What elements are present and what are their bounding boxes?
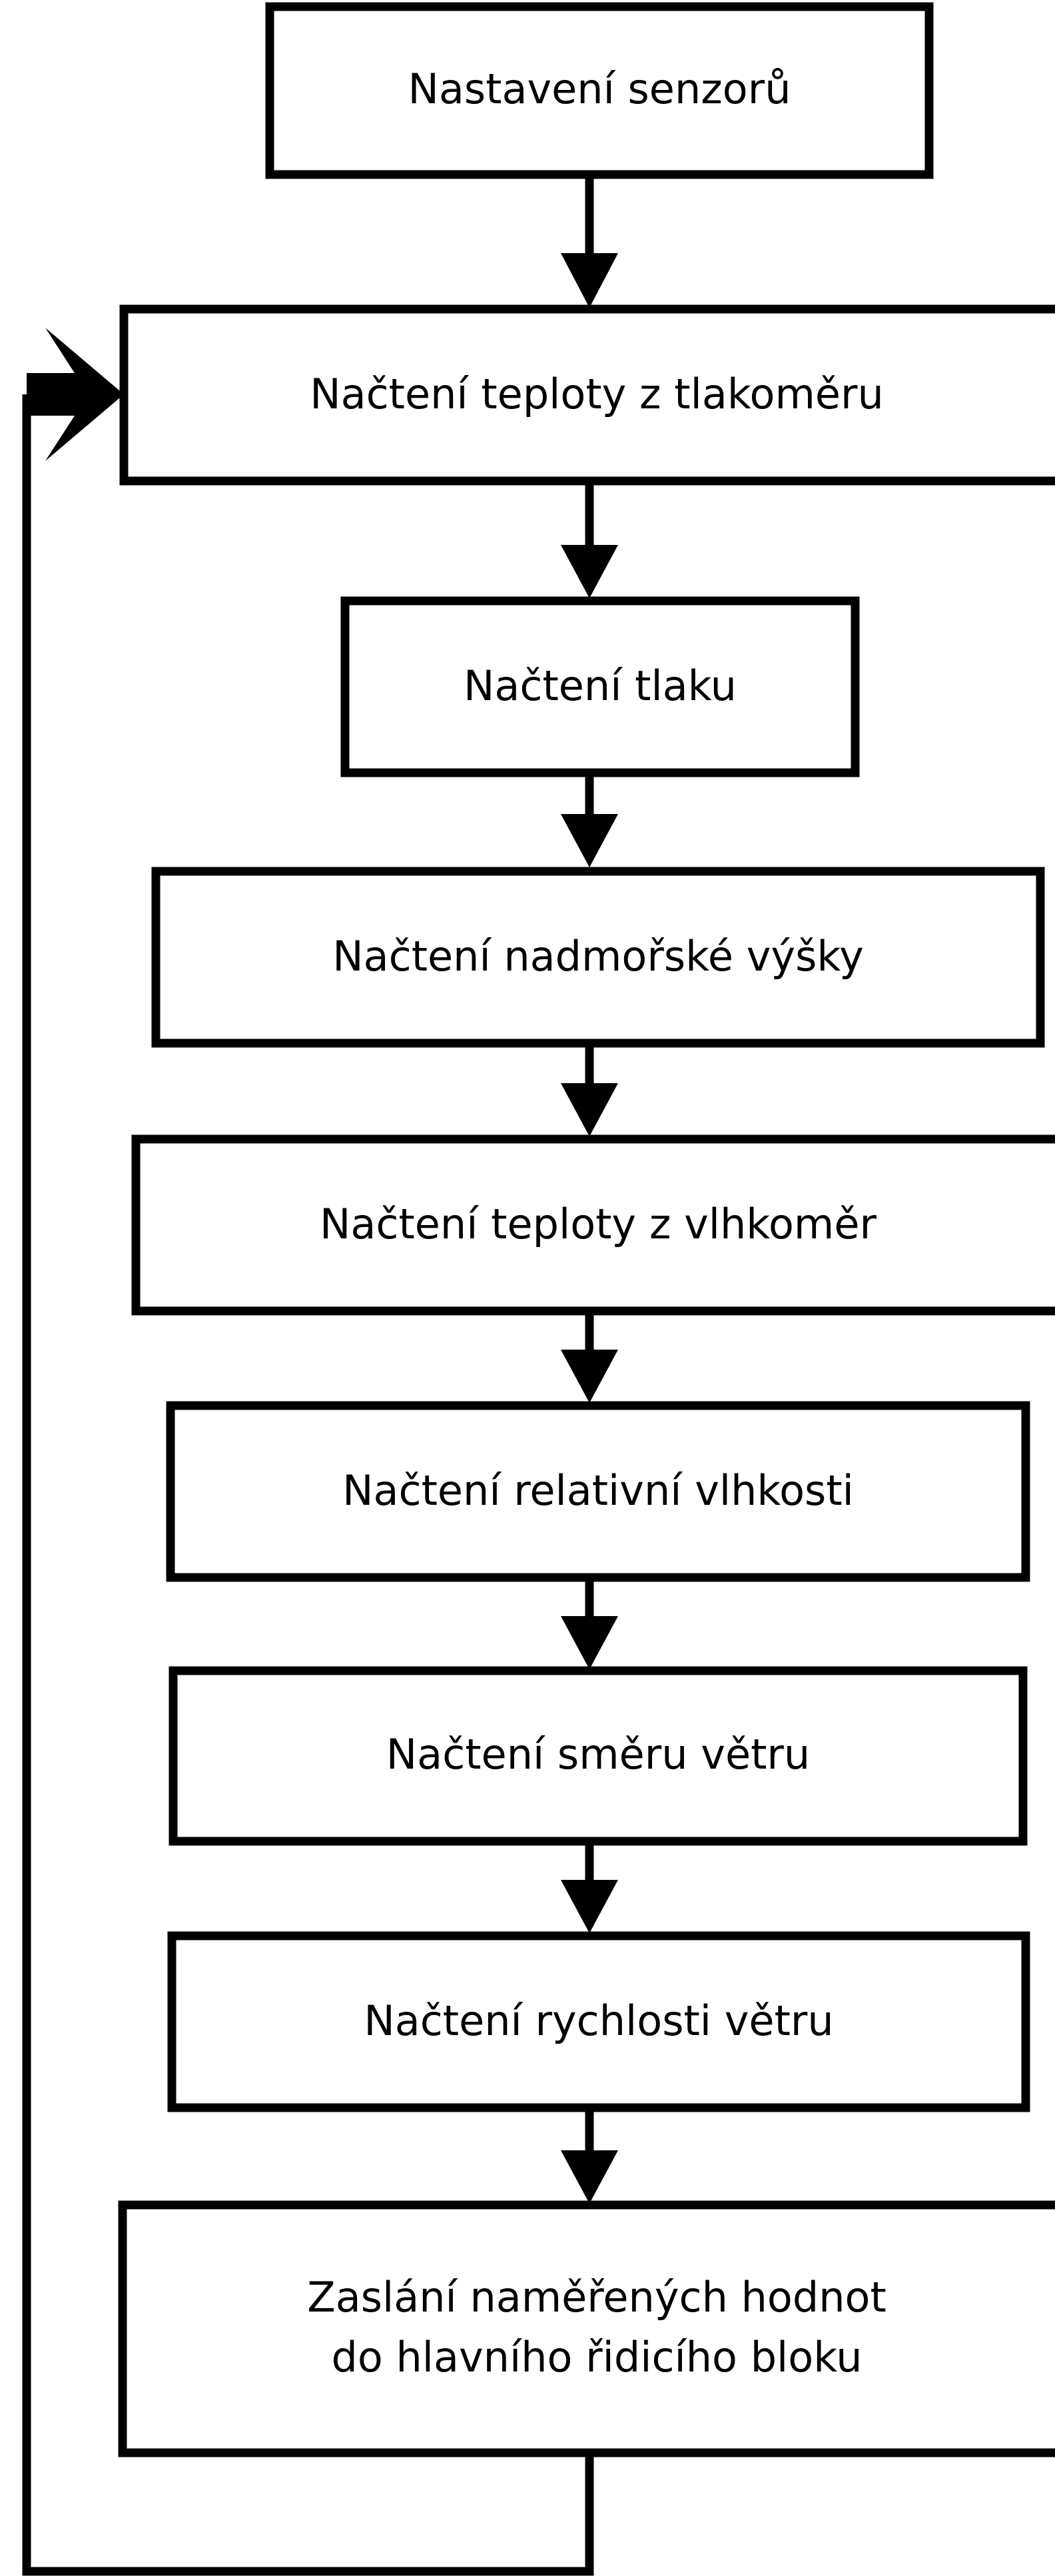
edge-feedback-loop[interactable] bbox=[22, 328, 594, 2576]
node-nacteni-teploty-z-vlhkomer-rect bbox=[131, 1134, 1055, 1316]
node-nacteni-smeru-vetru-label: Načtení směru větru bbox=[386, 1730, 810, 1779]
edge-n1-n2[interactable] bbox=[561, 175, 618, 308]
node-nacteni-relativni-vlhkosti[interactable]: Načtení relativní vlhkosti bbox=[166, 1401, 1030, 1582]
node-zaslani-namerenych-hodnot-label-line1: Zaslání naměřených hodnot bbox=[307, 2273, 886, 2322]
edge-n7-n8[interactable] bbox=[561, 1840, 618, 1933]
node-layer: Nastavení senzorů Načtení teploty z tlak… bbox=[118, 2, 1055, 2457]
node-nacteni-teploty-z-tlakomeru[interactable]: Načtení teploty z tlakoměru bbox=[119, 304, 1055, 486]
edge-n8-n9-arrowhead bbox=[561, 2150, 618, 2204]
node-nastaveni-senzoru-rect bbox=[265, 2, 934, 179]
feedback-loop-arrowhead bbox=[27, 328, 124, 461]
node-nastaveni-senzoru-label: Nastavení senzorů bbox=[408, 65, 791, 113]
edge-n4-n5[interactable] bbox=[561, 1045, 618, 1136]
node-nacteni-teploty-z-tlakomeru-label: Načtení teploty z tlakoměru bbox=[310, 370, 884, 418]
edge-n6-n7[interactable] bbox=[561, 1577, 618, 1669]
edge-n7-n8-arrowhead bbox=[561, 1880, 618, 1933]
node-nacteni-rychlosti-vetru-label: Načtení rychlosti větru bbox=[364, 1996, 833, 2045]
node-nacteni-rychlosti-vetru[interactable]: Načtení rychlosti větru bbox=[167, 1931, 1030, 2112]
edge-layer bbox=[22, 175, 618, 2576]
node-nacteni-nadmorske-vysky-rect bbox=[151, 867, 1045, 1048]
edge-n5-n6[interactable] bbox=[561, 1311, 618, 1403]
edge-n1-n2-arrowhead bbox=[561, 253, 618, 308]
node-nacteni-tlaku-label: Načtení tlaku bbox=[464, 661, 737, 710]
node-nacteni-rychlosti-vetru-rect bbox=[167, 1931, 1030, 2112]
node-nastaveni-senzoru[interactable]: Nastavení senzorů bbox=[265, 2, 934, 179]
edge-n6-n7-arrowhead bbox=[561, 1616, 618, 1669]
node-nacteni-relativni-vlhkosti-rect bbox=[166, 1401, 1030, 1582]
node-nacteni-tlaku[interactable]: Načtení tlaku bbox=[340, 596, 860, 777]
node-nacteni-nadmorske-vysky-label: Načtení nadmořské výšky bbox=[332, 932, 864, 981]
node-nacteni-relativni-vlhkosti-label: Načtení relativní vlhkosti bbox=[342, 1466, 854, 1515]
node-zaslani-namerenych-hodnot-rect bbox=[118, 2200, 1055, 2457]
edge-n5-n6-arrowhead bbox=[561, 1350, 618, 1403]
feedback-loop-path bbox=[22, 394, 594, 2576]
edge-n3-n4[interactable] bbox=[561, 773, 618, 867]
edge-n3-n4-arrowhead bbox=[561, 814, 618, 867]
edge-n2-n3-arrowhead bbox=[561, 545, 618, 598]
edge-n8-n9[interactable] bbox=[561, 2104, 618, 2204]
node-nacteni-teploty-z-vlhkomer-label: Načtení teploty z vlhkoměr bbox=[320, 1200, 877, 1248]
edge-n2-n3[interactable] bbox=[561, 480, 618, 598]
node-nacteni-smeru-vetru[interactable]: Načtení směru větru bbox=[169, 1666, 1028, 1846]
node-nacteni-nadmorske-vysky[interactable]: Načtení nadmořské výšky bbox=[151, 867, 1045, 1048]
node-zaslani-namerenych-hodnot-label-line2: do hlavního řidicího bloku bbox=[331, 2333, 862, 2381]
node-nacteni-smeru-vetru-rect bbox=[169, 1666, 1028, 1846]
edge-n4-n5-arrowhead bbox=[561, 1083, 618, 1136]
node-nacteni-tlaku-rect bbox=[340, 596, 860, 777]
node-nacteni-teploty-z-tlakomeru-rect bbox=[119, 304, 1055, 486]
node-zaslani-namerenych-hodnot[interactable]: Zaslání naměřených hodnot do hlavního ři… bbox=[118, 2200, 1055, 2457]
node-nacteni-teploty-z-vlhkomer[interactable]: Načtení teploty z vlhkoměr bbox=[131, 1134, 1055, 1316]
